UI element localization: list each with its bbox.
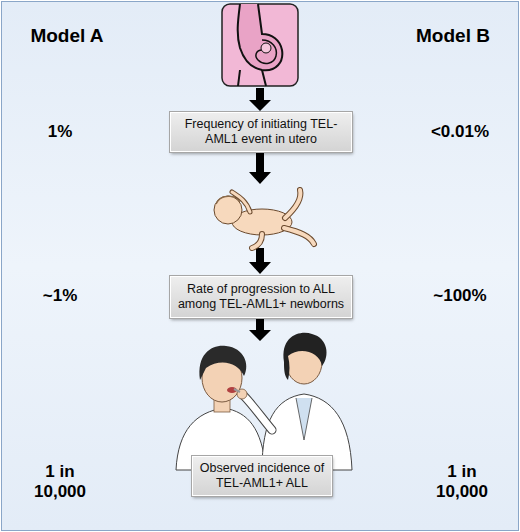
value-label: 1 in 10,000 (22, 462, 98, 502)
pregnancy-icon (222, 4, 298, 86)
box-text: Frequency of initiating TEL-AML1 event i… (177, 117, 345, 147)
doctor-patient-illustration (176, 333, 352, 470)
process-box: Rate of progression to ALL among TEL-AML… (170, 276, 352, 318)
box-text: Observed incidence of TEL-AML1+ ALL (199, 461, 325, 491)
value-label: 1 in 10,000 (424, 462, 500, 502)
baby-icon (214, 190, 314, 248)
value-label: ~100% (405, 286, 515, 306)
value-label: 1% (10, 122, 110, 142)
column-heading: Model B (398, 26, 508, 46)
column-heading: Model A (12, 26, 122, 46)
value-label: ~1% (10, 286, 110, 306)
value-label: <0.01% (405, 122, 515, 142)
box-text: Rate of progression to ALL among TEL-AML… (177, 282, 345, 312)
process-box: Frequency of initiating TEL-AML1 event i… (170, 112, 352, 152)
process-box: Observed incidence of TEL-AML1+ ALL (192, 456, 332, 496)
